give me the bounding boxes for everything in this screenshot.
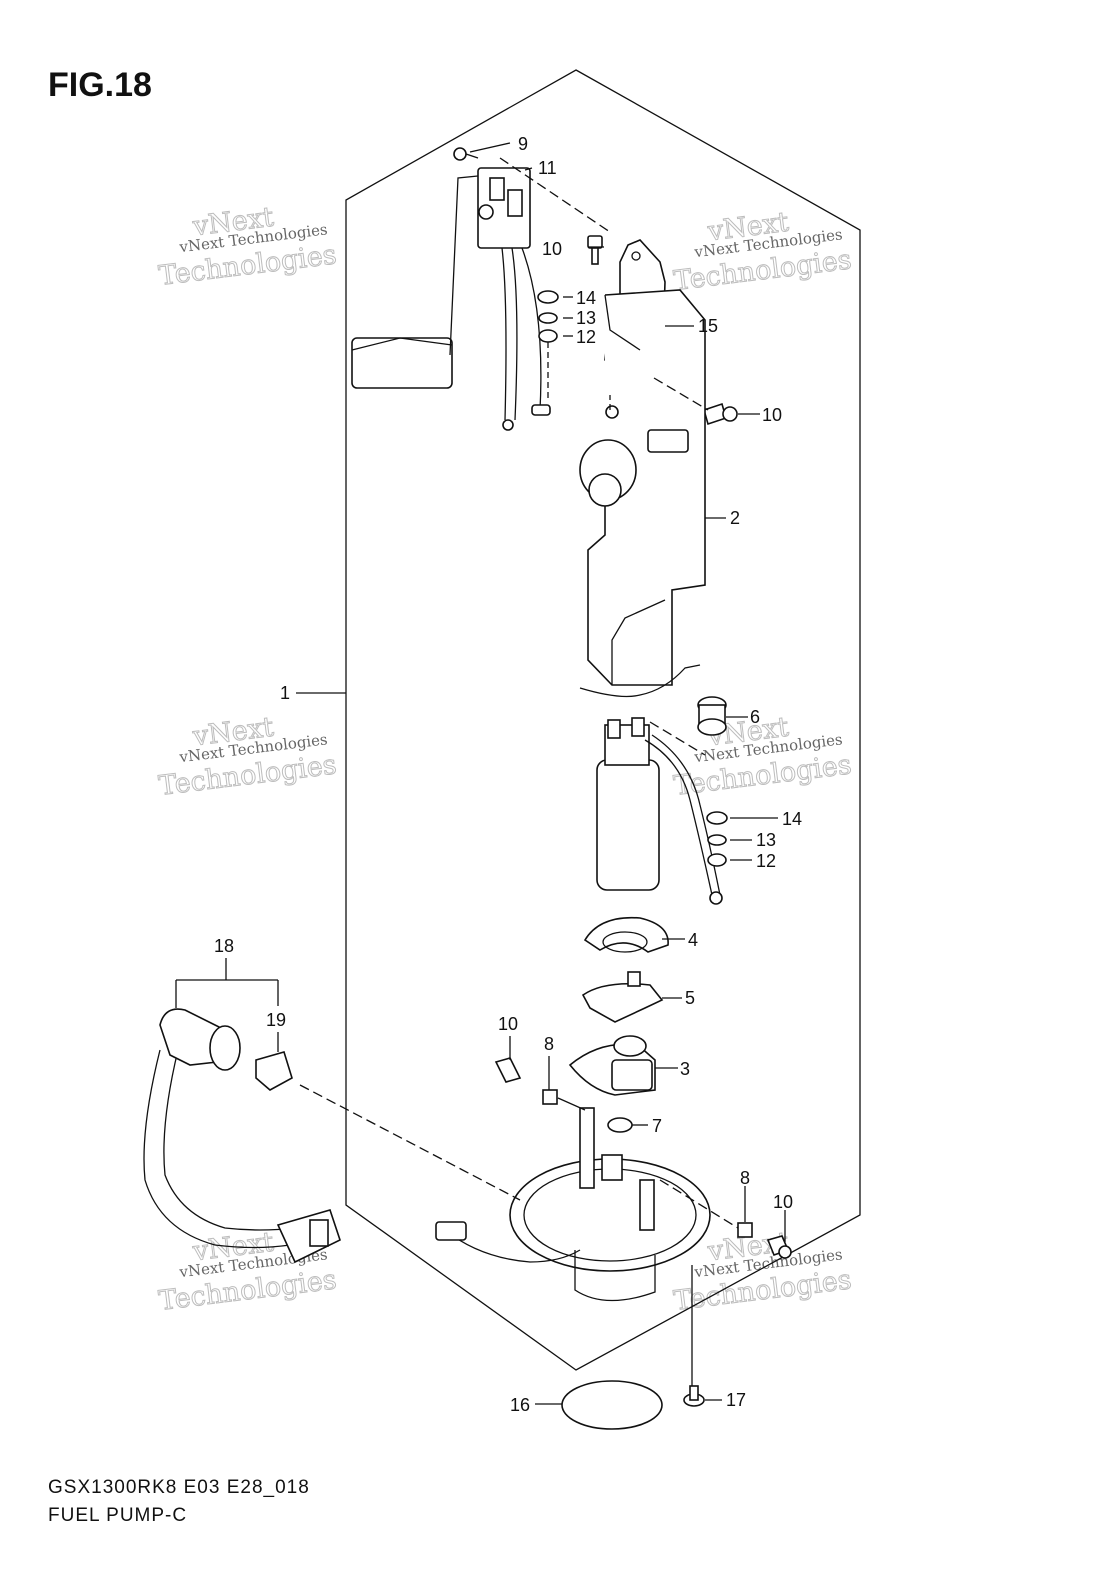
callout-8-right: 8 [740,1168,750,1188]
float-block [351,337,453,389]
fuel-pump-motor [596,717,723,905]
callout-8-left: 8 [544,1034,554,1054]
base-plate [509,1107,711,1302]
float-top-edge [351,337,453,351]
callout-11: 11 [538,158,557,178]
pump-connector-wire [444,1229,581,1263]
callout-16: 16 [510,1395,530,1415]
callout-10-bottom: 10 [773,1192,793,1212]
callout-4: 4 [688,930,698,950]
nut-8-left [542,1089,558,1105]
clamp-19 [255,1051,293,1091]
bolt-10-right [703,402,738,426]
washer-7 [607,1117,633,1133]
callout-12-upper: 12 [576,327,596,347]
pump-housing [579,289,706,686]
callout-10-right: 10 [762,405,782,425]
callout-10-top: 10 [542,239,562,259]
bolt-10-top [587,235,603,265]
grommet-6 [697,696,727,736]
callout-13-lower: 13 [756,830,776,850]
bolt-17 [683,1385,705,1407]
callout-13-upper: 13 [576,308,596,328]
callout-15: 15 [698,316,718,336]
fastener-stack-lower [706,811,728,867]
fuel-level-sender [351,174,489,389]
o-ring-16 [561,1380,663,1430]
sender-unit [477,167,551,431]
nut-8-right [737,1222,753,1238]
callout-labels: 9 11 10 14 13 12 15 10 2 1 6 14 13 12 4 … [214,134,802,1415]
figure-title: FIG.18 [48,66,152,104]
harness-wire-upper [579,664,701,698]
pump-connector [435,1221,467,1241]
callout-7: 7 [652,1116,662,1136]
callout-10-left: 10 [498,1014,518,1034]
assembly-boundary-outline [345,69,861,1371]
leader-lines [175,142,786,1405]
callout-14-upper: 14 [576,288,596,308]
callout-5: 5 [685,988,695,1008]
callout-19: 19 [266,1010,286,1030]
fastener-stack-upper [537,290,559,343]
callout-9: 9 [518,134,528,154]
watermark-top-left: vNext vNext Technologies Technologies [157,201,339,292]
watermark-top-right: vNext vNext Technologies Technologies [672,206,854,297]
callout-3: 3 [680,1059,690,1079]
filter-3 [568,1035,656,1096]
watermarks: vNext vNext Technologies Technologies vN… [157,201,854,1317]
model-code-caption: GSX1300RK8 E03 E28_018 [48,1477,310,1498]
callout-12-lower: 12 [756,851,776,871]
plate-5 [581,971,664,1023]
diagram-name-caption: FUEL PUMP-C [48,1505,188,1526]
callout-18: 18 [214,936,234,956]
bolt-10-bottom-right [766,1235,792,1259]
screw-9 [453,147,479,161]
callout-1: 1 [280,683,290,703]
bolt-10-left [494,1057,522,1083]
watermark-mid-left: vNext vNext Technologies Technologies [157,711,339,802]
fuel-hose-18 [143,1008,341,1264]
callout-6: 6 [750,707,760,727]
holder-4 [583,916,669,953]
callout-14-lower: 14 [782,809,802,829]
callout-2: 2 [730,508,740,528]
callout-17: 17 [726,1390,746,1410]
